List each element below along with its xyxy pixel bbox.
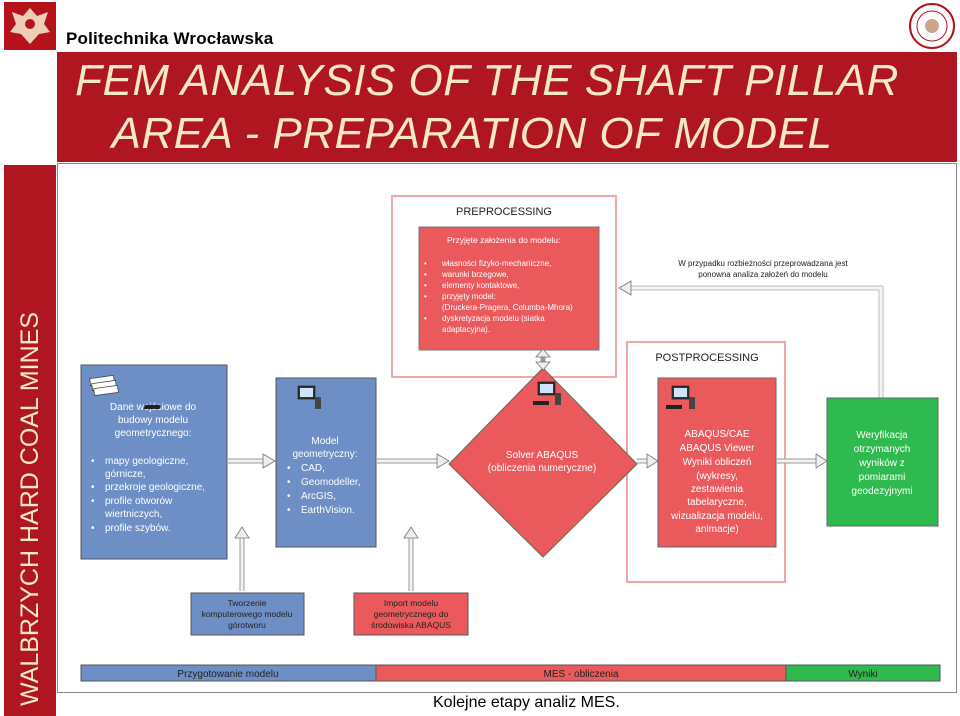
solver-diamond (448, 367, 638, 558)
assumption-item: (Druckera-Pragera, Columba-Mhora) (442, 303, 573, 312)
figure-caption: Kolejne etapy analiz MES. (433, 694, 620, 711)
results-line: ABAQUS/CAE (684, 429, 749, 440)
university-seal (908, 2, 956, 50)
model-creation-line: Tworzenie (228, 598, 267, 608)
flow-arrow (403, 526, 419, 591)
model-creation-note (190, 592, 305, 636)
svg-text:•: • (91, 496, 95, 507)
flow-arrow (637, 453, 659, 469)
phase-results (785, 664, 941, 682)
geometry-box-title: Model (311, 436, 338, 447)
postprocessing-heading: POSTPROCESSING (655, 352, 758, 364)
results-line: ABAQUS Viewer (680, 443, 756, 454)
input-data-box (80, 364, 228, 560)
university-logo (4, 2, 56, 50)
verification-box (826, 397, 939, 527)
double-arrow (535, 348, 551, 371)
svg-text:•: • (424, 281, 427, 290)
input-item: profile otworów (105, 496, 173, 507)
model-import-line: środowiska ABAQUS (371, 620, 451, 630)
input-box-title: budowy modelu (118, 415, 188, 426)
diagram-frame: PREPROCESSING Przyjęte założenia do mode… (57, 163, 957, 693)
solver-label: Solver ABAQUS (506, 450, 579, 461)
verification-line: otrzymanych (854, 444, 911, 455)
title-line-2: AREA - PREPARATION OF MODEL (111, 109, 833, 158)
verification-line: Weryfikacja (856, 430, 908, 441)
input-item: mapy geologiczne, (105, 456, 188, 467)
input-item: przekroje geologiczne, (105, 482, 205, 493)
model-import-note (353, 592, 469, 636)
verification-line: geodezyjnymi (851, 486, 912, 497)
flow-diagram: PREPROCESSING Przyjęte założenia do mode… (80, 195, 941, 682)
assumption-item: przyjęty model: (442, 292, 496, 301)
flow-arrow (234, 526, 250, 591)
side-band (4, 165, 56, 716)
flow-arrow (377, 453, 450, 469)
flow-arrow (777, 453, 828, 469)
svg-text:•: • (287, 477, 291, 488)
assumption-item: adaptacyjna). (442, 325, 490, 334)
svg-text:•: • (287, 505, 291, 516)
feedback-note: ponowna analiza założeń do modelu (698, 270, 827, 279)
verification-line: pomiarami (859, 472, 906, 483)
phase-label: Wyniki (848, 669, 877, 680)
svg-text:•: • (424, 292, 427, 301)
feedback-note: W przypadku rozbieżności przeprowadzana … (678, 259, 848, 268)
university-name: Politechnika Wrocławska (66, 29, 274, 48)
geometry-box-title: geometryczny: (292, 449, 357, 460)
results-line: animacje) (695, 524, 738, 535)
results-line: tabelaryczne, (687, 497, 746, 508)
model-import-line: Import modelu (384, 598, 439, 608)
input-item: wiertniczych, (104, 509, 162, 520)
input-box-title: geometrycznego: (115, 428, 192, 439)
svg-text:•: • (424, 270, 427, 279)
svg-text:•: • (91, 482, 95, 493)
phase-label: Przygotowanie modelu (177, 669, 278, 680)
geometry-item: CAD, (301, 463, 325, 474)
svg-text:•: • (91, 523, 95, 534)
documents-icon (89, 374, 119, 397)
assumption-item: elementy kontaktowe, (442, 281, 519, 290)
preprocessing-box-title: Przyjęte założenia do modelu: (447, 235, 560, 245)
model-creation-line: komputerowego modelu (202, 609, 293, 619)
title-line-1: FEM ANALYSIS OF THE SHAFT PILLAR (75, 56, 899, 105)
preprocessing-box (418, 226, 600, 351)
model-creation-line: górotworu (228, 620, 266, 630)
results-line: zestawienia (691, 484, 744, 495)
title-band: FEM ANALYSIS OF THE SHAFT PILLAR AREA - … (57, 52, 957, 162)
assumption-item: własności fizyko-mechaniczne, (441, 259, 551, 268)
results-line: (wykresy, (696, 471, 737, 482)
geometry-item: Geomodeller, (301, 477, 360, 488)
solver-label: (obliczenia numeryczne) (488, 463, 596, 474)
input-item: górnicze, (105, 469, 146, 480)
assumption-item: dyskretyzacja modelu (siatka (442, 314, 545, 323)
results-line: Wyniki obliczeń (683, 457, 752, 468)
verification-line: wyników z (858, 458, 905, 469)
flow-arrow (228, 453, 276, 469)
computer-icon (533, 381, 561, 405)
svg-text:•: • (287, 463, 291, 474)
geometry-item: ArcGIS, (301, 491, 336, 502)
computer-icon (666, 385, 695, 409)
side-label: WALBRZYCH HARD COAL MINES (16, 311, 44, 706)
assumption-item: warunki brzegowe, (441, 270, 509, 279)
results-line: wizualizacja modelu, (670, 511, 763, 522)
svg-text:•: • (287, 491, 291, 502)
phase-label: MES - obliczenia (543, 669, 618, 680)
model-import-line: geometrycznego do (374, 609, 449, 619)
svg-text:•: • (424, 259, 427, 268)
svg-text:•: • (91, 456, 95, 467)
computer-icon (143, 385, 321, 409)
geometry-item: EarthVision. (301, 505, 355, 516)
input-item: profile szybów. (105, 523, 171, 534)
geometry-model-box (275, 377, 377, 548)
svg-text:•: • (424, 314, 427, 323)
preprocessing-heading: PREPROCESSING (456, 206, 552, 218)
